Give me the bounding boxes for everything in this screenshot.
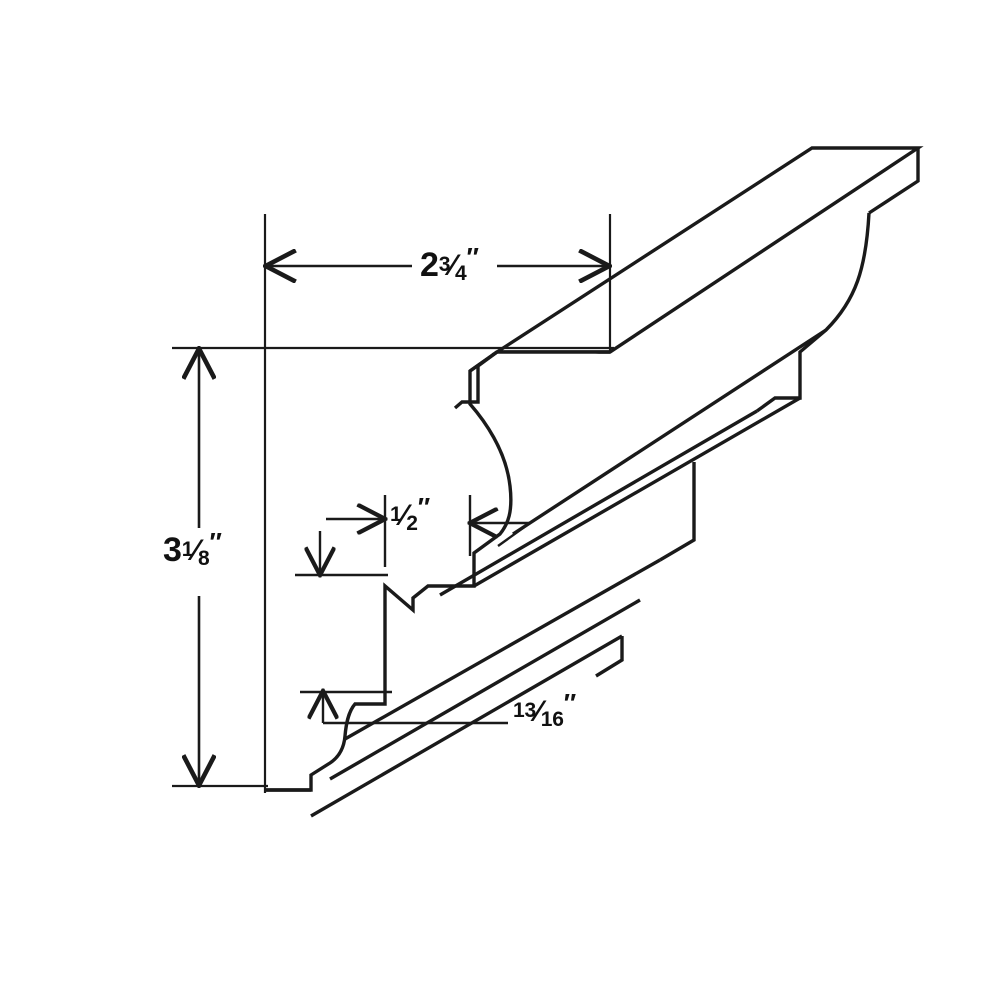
molding-body-outline xyxy=(265,146,924,818)
middle-fascia-top-edge xyxy=(473,396,801,588)
dimension-height-whole: 3 xyxy=(163,531,182,569)
bottom-band-top-edge xyxy=(310,634,623,818)
dimension-mid-step-1-2 xyxy=(295,495,531,575)
lower-ogee-mid-edge xyxy=(329,598,641,781)
top-right-end-edge xyxy=(868,148,920,215)
dimension-mid-unit: ″ xyxy=(417,492,431,522)
dimension-width-whole: 2 xyxy=(420,246,439,284)
dimension-label-height: 31⁄8″ xyxy=(163,529,222,571)
bottom-band-right-cap xyxy=(595,636,624,678)
end-face-upper-step xyxy=(453,350,499,410)
dimension-thickness-13-16 xyxy=(300,692,508,725)
dimension-label-thickness: 13⁄16″ xyxy=(513,690,576,732)
middle-fascia-bottom-edge xyxy=(439,409,758,597)
cove-section-body xyxy=(756,212,871,413)
dimension-height-unit: ″ xyxy=(209,527,222,557)
dimension-mid-fraction: 1⁄2 xyxy=(390,499,418,536)
profile-end-face xyxy=(265,350,513,792)
dimension-thickness-fraction: 13⁄16 xyxy=(513,695,564,732)
dim-half-right-leader xyxy=(497,522,531,547)
dimension-width-fraction: 3⁄4 xyxy=(438,249,467,286)
dimension-label-width: 23⁄4″ xyxy=(420,244,479,286)
top-face-band xyxy=(491,146,924,354)
middle-fascia-end-cap xyxy=(659,462,696,562)
lower-ogee-top-edge xyxy=(344,558,661,741)
dimension-width-unit: ″ xyxy=(466,242,479,272)
dimension-label-mid-step: 1⁄2″ xyxy=(390,494,430,536)
dimension-height-fraction: 1⁄8 xyxy=(181,534,210,571)
cove-long-diagonal xyxy=(512,328,827,536)
dimension-thickness-unit: ″ xyxy=(563,688,577,718)
